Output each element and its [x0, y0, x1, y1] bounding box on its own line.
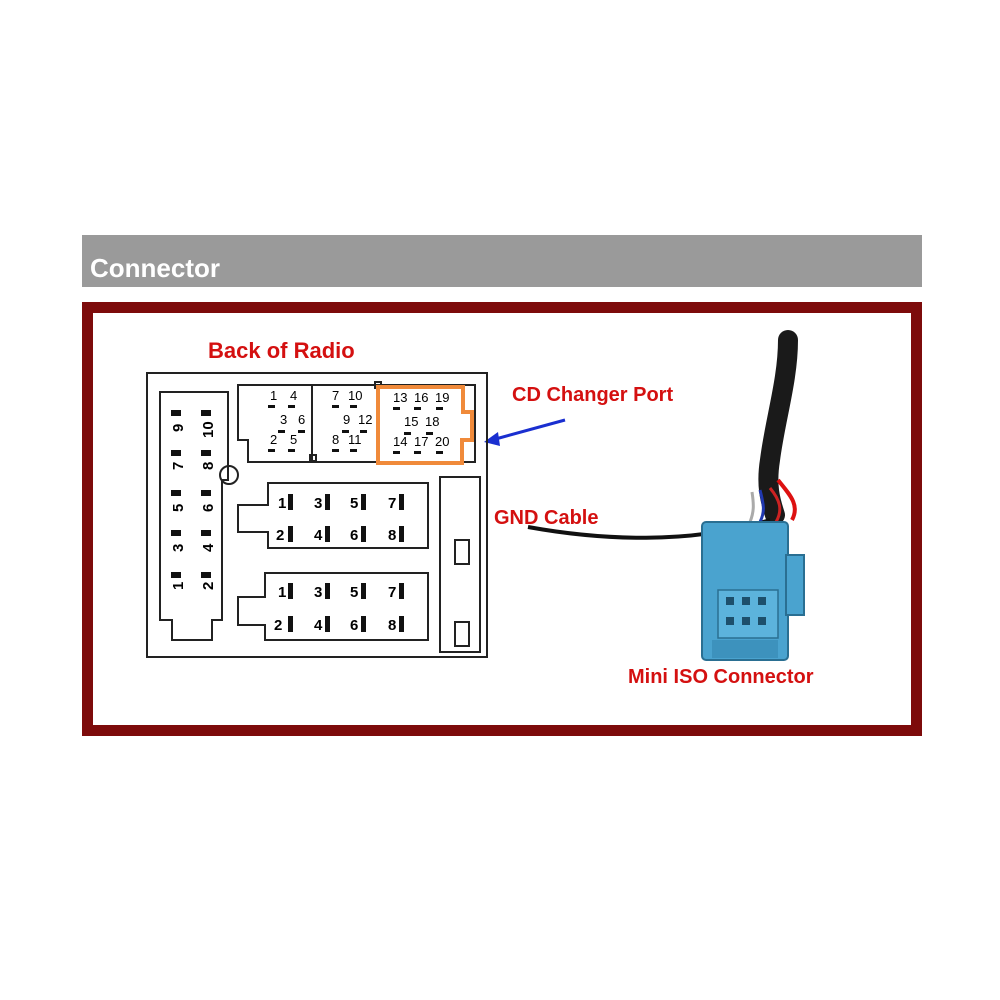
pin-16: 16 — [414, 390, 428, 405]
left-block-pins: 9 10 7 8 5 6 3 4 1 2 — [170, 410, 217, 590]
radio-back-outline — [146, 372, 488, 658]
pin-8: 8 — [332, 432, 339, 447]
pin-a2: 2 — [276, 527, 284, 544]
pin-l3: 3 — [170, 544, 187, 552]
gnd-cable-label: GND Cable — [494, 507, 598, 529]
cd-changer-arrow — [484, 418, 566, 446]
pin-6: 6 — [298, 412, 305, 427]
pin-19: 19 — [435, 390, 449, 405]
pin-a8: 8 — [388, 527, 396, 544]
pin-5: 5 — [290, 432, 297, 447]
pin-b6: 6 — [350, 617, 358, 634]
back-of-radio-label: Back of Radio — [208, 338, 355, 363]
pin-18: 18 — [425, 414, 439, 429]
pin-l4: 4 — [200, 543, 217, 552]
pin-b4: 4 — [314, 617, 323, 634]
pin-a1: 1 — [278, 495, 286, 512]
pin-a3: 3 — [314, 495, 322, 512]
pin-a5: 5 — [350, 495, 358, 512]
pin-13: 13 — [393, 390, 407, 405]
block-a-pins: 1 3 5 7 2 4 6 8 — [276, 494, 404, 544]
pin-3: 3 — [280, 412, 287, 427]
pin-17: 17 — [414, 434, 428, 449]
pin-l5: 5 — [170, 504, 187, 512]
block-b-pins: 1 3 5 7 2 4 6 8 — [274, 583, 404, 634]
pin-l6: 6 — [200, 504, 217, 512]
cd-changer-port-highlight — [376, 385, 474, 465]
pin-l9: 9 — [170, 424, 187, 432]
pin-b5: 5 — [350, 584, 358, 601]
mini-iso-connector-label: Mini ISO Connector — [628, 666, 814, 688]
pin-b2: 2 — [274, 617, 282, 634]
pin-12: 12 — [358, 412, 372, 427]
pin-l1: 1 — [170, 582, 187, 590]
header-title: Connector — [90, 253, 220, 283]
pin-1: 1 — [270, 388, 277, 403]
pin-15: 15 — [404, 414, 418, 429]
cd-block-pins: 1 4 7 10 13 16 19 3 6 9 12 15 18 2 5 8 1… — [268, 388, 449, 454]
pin-b1: 1 — [278, 584, 286, 601]
header-bar: Connector — [82, 235, 922, 287]
pin-l7: 7 — [170, 462, 187, 470]
pin-b3: 3 — [314, 584, 322, 601]
pin-l2: 2 — [200, 582, 217, 590]
mini-iso-connector-icon — [701, 521, 805, 661]
pin-a7: 7 — [388, 495, 396, 512]
pin-l10: 10 — [200, 421, 217, 438]
pin-10: 10 — [348, 388, 362, 403]
pin-a4: 4 — [314, 527, 323, 544]
pin-b7: 7 — [388, 584, 396, 601]
cd-changer-port-label: CD Changer Port — [512, 384, 673, 406]
pin-l8: 8 — [200, 462, 217, 470]
pin-9: 9 — [343, 412, 350, 427]
pin-11: 11 — [348, 432, 362, 447]
pin-b8: 8 — [388, 617, 396, 634]
pin-14: 14 — [393, 434, 407, 449]
pin-2: 2 — [270, 432, 277, 447]
pin-4: 4 — [290, 388, 297, 403]
pin-a6: 6 — [350, 527, 358, 544]
pin-20: 20 — [435, 434, 449, 449]
pin-7: 7 — [332, 388, 339, 403]
